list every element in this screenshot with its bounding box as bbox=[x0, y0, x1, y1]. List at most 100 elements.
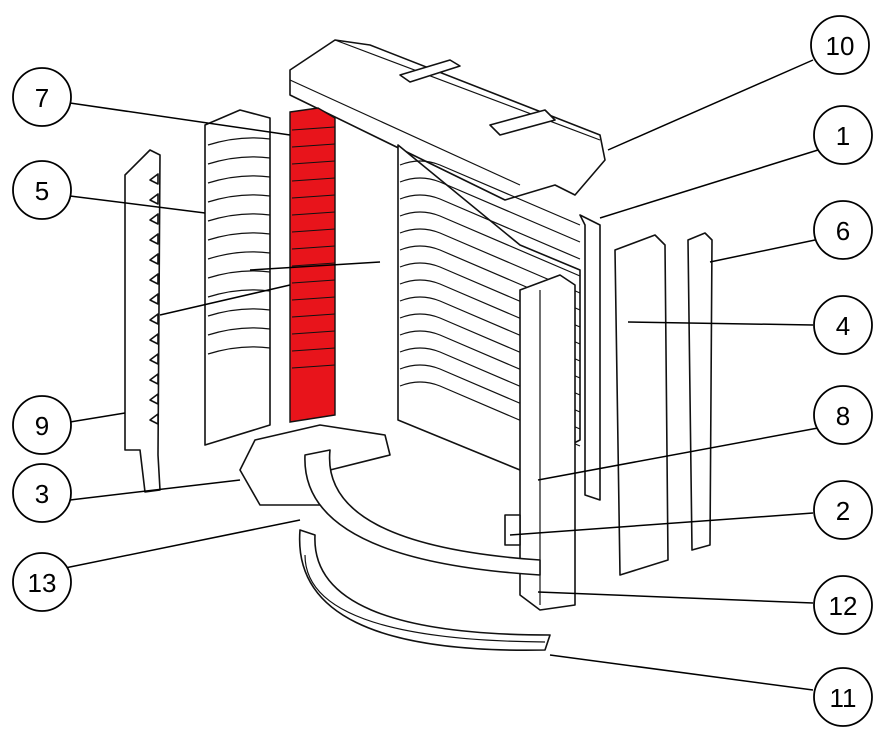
callout-circle bbox=[12, 160, 72, 220]
rib-tooth bbox=[149, 193, 159, 205]
rib-line bbox=[399, 347, 581, 413]
rib-line bbox=[207, 327, 271, 336]
callout-number: 12 bbox=[829, 591, 858, 621]
rib-line bbox=[207, 156, 271, 165]
part-13-front-arc bbox=[304, 449, 541, 576]
rib-line bbox=[291, 211, 336, 216]
rib-line bbox=[399, 245, 581, 311]
rib-line bbox=[207, 175, 271, 184]
rib-line bbox=[399, 313, 581, 379]
rib-line bbox=[291, 245, 336, 250]
callout-9: 9 bbox=[12, 395, 72, 455]
part-8-side-column bbox=[519, 274, 576, 611]
callout-number: 6 bbox=[836, 216, 850, 246]
rib-tooth bbox=[149, 273, 159, 285]
rib-tooth bbox=[149, 253, 159, 265]
part-2-bracket bbox=[504, 514, 521, 546]
rib-line bbox=[207, 194, 271, 203]
callout-13: 13 bbox=[12, 552, 72, 612]
callout-circle bbox=[12, 552, 72, 612]
rib-line bbox=[291, 347, 336, 352]
rib-line bbox=[291, 126, 336, 131]
rib-line bbox=[399, 330, 581, 396]
rib-line bbox=[399, 279, 581, 345]
rib-tooth bbox=[149, 213, 159, 225]
rib-line bbox=[207, 137, 271, 146]
rib-line bbox=[291, 279, 336, 284]
callout-circle bbox=[813, 667, 873, 727]
rib-tooth bbox=[149, 293, 159, 305]
callout-number: 4 bbox=[836, 311, 850, 341]
callout-8: 8 bbox=[813, 385, 873, 445]
rib-line bbox=[207, 270, 271, 279]
callout-number: 5 bbox=[35, 176, 49, 206]
rib-line bbox=[291, 194, 336, 199]
callout-circle bbox=[12, 395, 72, 455]
callout-circle bbox=[12, 67, 72, 127]
callout-circle bbox=[813, 295, 873, 355]
rib-line bbox=[207, 251, 271, 260]
rib-line bbox=[399, 177, 581, 243]
callout-circle bbox=[813, 385, 873, 445]
rib-tooth bbox=[149, 353, 159, 365]
callout-5: 5 bbox=[12, 160, 72, 220]
rib-line bbox=[291, 262, 336, 267]
callout-number: 13 bbox=[28, 568, 57, 598]
rib-tooth bbox=[149, 333, 159, 345]
callout-6: 6 bbox=[813, 200, 873, 260]
callout-number: 1 bbox=[836, 121, 850, 151]
rib-tooth bbox=[149, 313, 159, 325]
rib-tooth bbox=[149, 373, 159, 385]
rib-tooth bbox=[149, 173, 159, 185]
rib-line bbox=[399, 160, 581, 226]
rib-line bbox=[207, 308, 271, 317]
part-6-side-strip bbox=[687, 232, 713, 551]
callout-number: 3 bbox=[35, 479, 49, 509]
callout-10: 10 bbox=[810, 15, 870, 75]
rib-line bbox=[291, 228, 336, 233]
rib-line bbox=[207, 232, 271, 241]
rib-line bbox=[399, 381, 581, 447]
leader-lines bbox=[64, 59, 819, 691]
callout-11: 11 bbox=[813, 667, 873, 727]
callout-number: 9 bbox=[35, 411, 49, 441]
rib-line bbox=[291, 143, 336, 148]
rib-line bbox=[399, 262, 581, 328]
rib-line bbox=[291, 313, 336, 318]
callout-circle bbox=[813, 480, 873, 540]
callout-number: 8 bbox=[836, 401, 850, 431]
callout-7: 7 bbox=[12, 67, 72, 127]
callout-number: 10 bbox=[826, 31, 855, 61]
rib-line bbox=[399, 296, 581, 362]
part-9-rib-strip bbox=[124, 149, 161, 493]
rib-tooth bbox=[149, 233, 159, 245]
part-5-rear-panel bbox=[204, 109, 271, 446]
part-4-side-panel bbox=[614, 234, 669, 576]
callout-number: 2 bbox=[836, 496, 850, 526]
part-11-lower-arc bbox=[298, 529, 551, 651]
callout-circle bbox=[813, 575, 873, 635]
part-10-baffle bbox=[289, 39, 606, 201]
callout-number: 7 bbox=[35, 83, 49, 113]
rib-line bbox=[291, 364, 336, 369]
callout-circle bbox=[810, 15, 870, 75]
callout-circle bbox=[813, 200, 873, 260]
callout-1: 1 bbox=[813, 105, 873, 165]
rib-line bbox=[291, 330, 336, 335]
callout-circle bbox=[813, 105, 873, 165]
rib-line bbox=[207, 213, 271, 222]
rib-line bbox=[399, 211, 581, 277]
rib-tooth bbox=[149, 413, 159, 425]
rib-line bbox=[399, 194, 581, 260]
rib-line bbox=[207, 346, 271, 355]
callout-3: 3 bbox=[12, 463, 72, 523]
rib-line bbox=[399, 228, 581, 294]
callout-2: 2 bbox=[813, 480, 873, 540]
rib-line bbox=[291, 296, 336, 301]
callout-circle bbox=[12, 463, 72, 523]
part-7-highlighted bbox=[289, 107, 336, 423]
rib-line bbox=[291, 177, 336, 182]
rib-tooth bbox=[149, 393, 159, 405]
rib-line bbox=[399, 364, 581, 430]
